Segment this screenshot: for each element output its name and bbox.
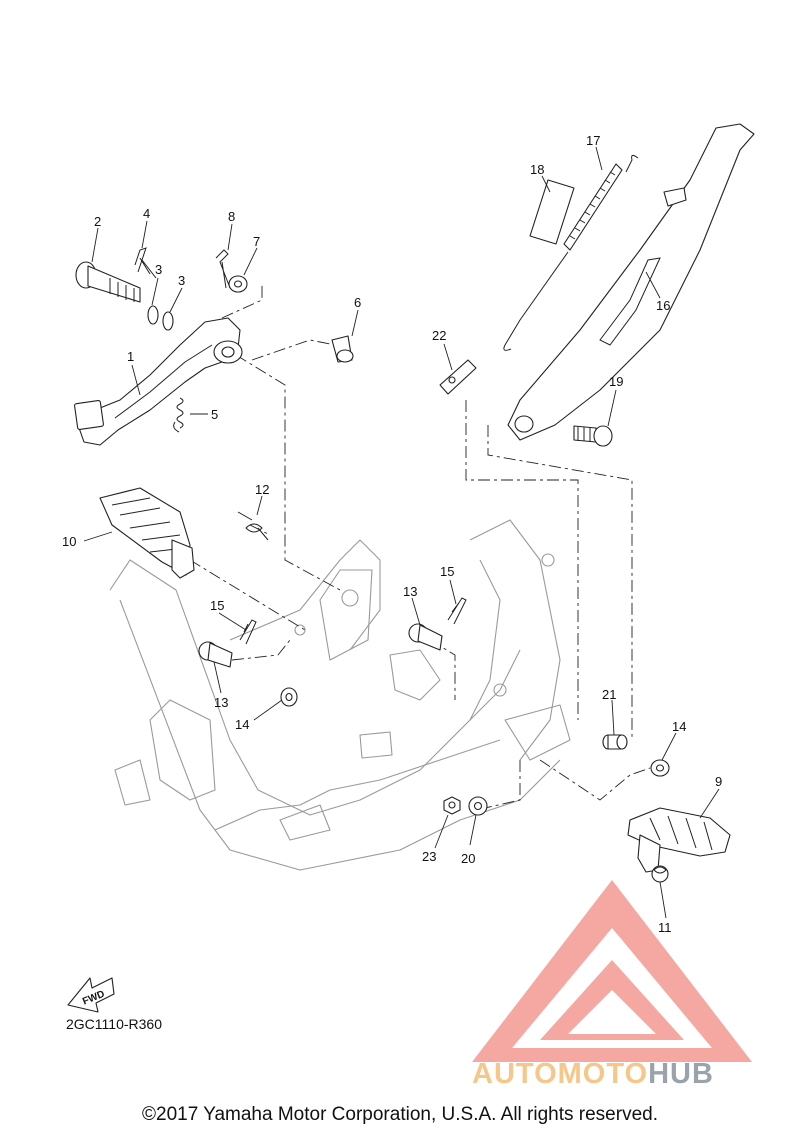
spring-cover — [529, 179, 575, 245]
part-label-13a: 13 — [214, 695, 228, 710]
o-rings — [147, 305, 174, 331]
part-label-19: 19 — [609, 374, 623, 389]
footrest-spring-left — [237, 511, 269, 541]
washer — [228, 275, 248, 293]
sidestand-spring — [503, 154, 639, 351]
part-label-7: 7 — [253, 234, 260, 249]
washer-sidestand — [468, 796, 488, 816]
part-label-11: 11 — [658, 920, 672, 935]
part-labels: 1 2 3 3 4 5 6 7 8 9 10 11 12 13 13 14 14… — [62, 133, 722, 935]
washer-left — [280, 687, 298, 707]
collar — [602, 734, 628, 750]
part-label-12: 12 — [255, 482, 269, 497]
part-label-21: 21 — [602, 687, 616, 702]
part-label-10: 10 — [62, 534, 76, 549]
footrest-right — [627, 807, 731, 873]
part-label-5: 5 — [211, 407, 218, 422]
part-label-2: 2 — [94, 214, 101, 229]
part-label-13b: 13 — [403, 584, 417, 599]
diagram-code: 2GC1110-R360 — [66, 1016, 162, 1032]
cotter-pin — [215, 249, 231, 289]
part-label-4: 4 — [143, 206, 150, 221]
washer-right — [650, 759, 670, 777]
forward-arrow-icon: FWD — [67, 977, 115, 1013]
nut — [443, 796, 461, 815]
footrest-spring-right — [651, 865, 669, 883]
watermark-brand: AUTOMOTOHUB — [472, 1058, 714, 1091]
part-label-16: 16 — [656, 298, 670, 313]
motorcycle-frame — [109, 519, 571, 871]
sidestand-bolt — [573, 425, 613, 447]
clip — [134, 247, 157, 279]
part-label-3b: 3 — [178, 273, 185, 288]
part-label-22: 22 — [432, 328, 446, 343]
part-label-8: 8 — [228, 209, 235, 224]
spring-bracket — [439, 359, 477, 395]
part-label-15a: 15 — [210, 598, 224, 613]
pivot-bolt — [75, 261, 141, 303]
part-label-9: 9 — [715, 774, 722, 789]
cotter-pin-right — [447, 597, 467, 625]
part-label-23: 23 — [422, 849, 436, 864]
watermark-logo — [472, 880, 752, 1062]
part-label-14a: 14 — [235, 717, 249, 732]
leader-lines — [83, 146, 720, 919]
part-label-14b: 14 — [672, 719, 686, 734]
footrest-bolt-left — [198, 641, 233, 668]
part-label-1: 1 — [127, 349, 134, 364]
part-label-20: 20 — [461, 851, 475, 866]
part-label-6: 6 — [354, 295, 361, 310]
part-label-3a: 3 — [155, 262, 162, 277]
brake-pedal — [74, 317, 243, 446]
footrest-bolt-right — [408, 623, 443, 651]
brand-part1: AUTOMOTO — [472, 1058, 649, 1090]
assembly-lines — [189, 282, 651, 809]
copyright-notice: ©2017 Yamaha Motor Corporation, U.S.A. A… — [142, 1104, 658, 1125]
part-label-15b: 15 — [440, 564, 454, 579]
part-label-17: 17 — [586, 133, 600, 148]
return-spring — [173, 397, 184, 433]
sidestand — [507, 123, 755, 441]
pin — [331, 335, 354, 363]
part-label-18: 18 — [530, 162, 544, 177]
brand-part2: HUB — [648, 1058, 714, 1090]
footrest-left — [99, 487, 195, 579]
